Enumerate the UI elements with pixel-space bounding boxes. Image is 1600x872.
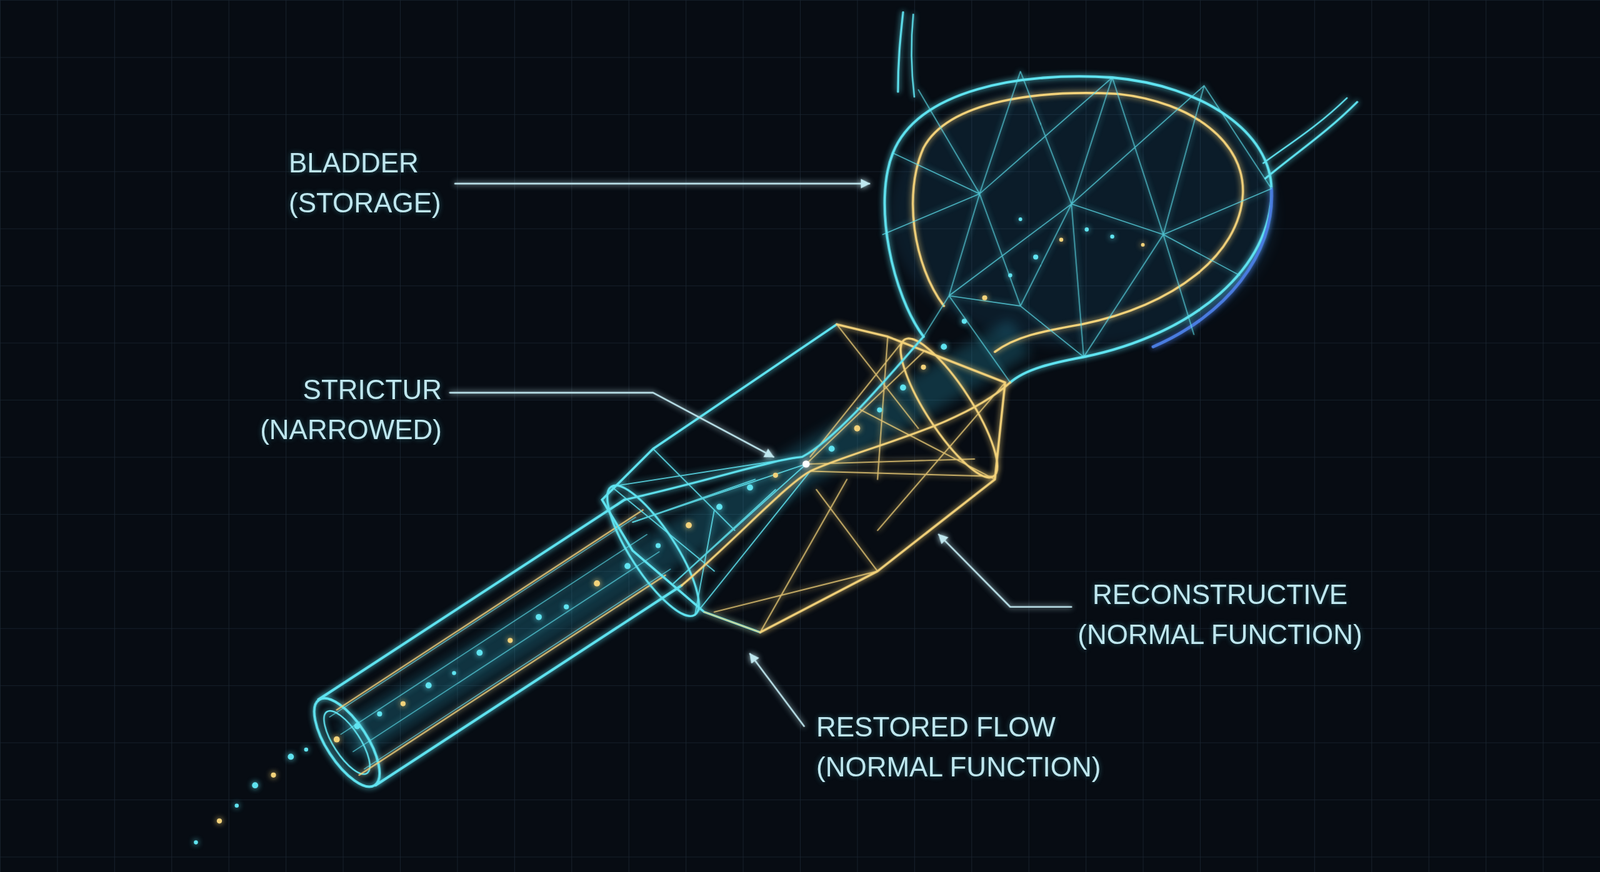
- callout-label: RECONSTRUCTIVE (NORMAL FUNCTION): [1057, 575, 1383, 655]
- callout-label: RESTORED FLOW (NORMAL FUNCTION): [816, 707, 1142, 788]
- callout-label: STRICTUR (NARROWED): [229, 370, 442, 450]
- callout-label: BLADDER (STORAGE): [288, 143, 477, 224]
